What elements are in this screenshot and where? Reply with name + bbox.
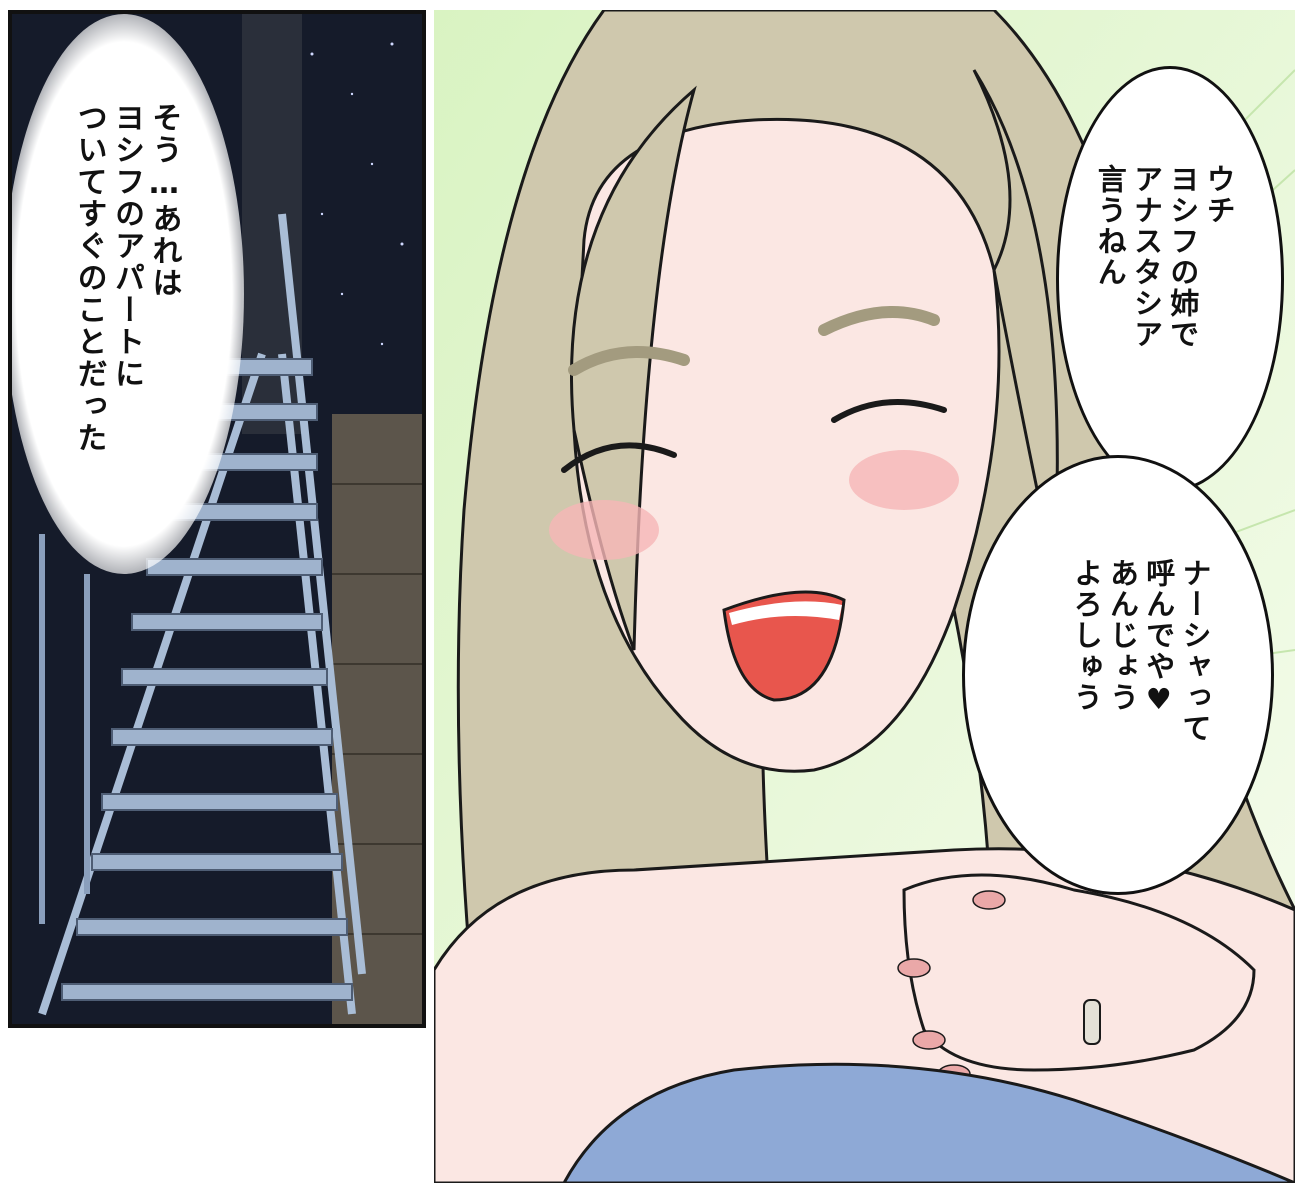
speech-bottom-line-2: 呼んでや♥ — [1141, 558, 1176, 718]
speech-top-line-2: ヨシフの姉で — [1165, 164, 1200, 350]
stairs-illustration — [12, 14, 422, 1024]
narration-box: そう…あれは ヨシフのアパートに ついてすぐのことだった — [70, 102, 183, 542]
speech-top-line-3: アナスタシア — [1129, 164, 1164, 350]
speech-bubble-top: ウチ ヨシフの姉で アナスタシア 言うねん — [1056, 66, 1284, 492]
speech-bottom-line-1: ナーシャって — [1178, 558, 1212, 744]
speech-top-line-4: 言うねん — [1093, 164, 1128, 288]
portrait-panel: ウチ ヨシフの姉で アナスタシア 言うねん ナーシャって 呼んでや♥ あんじょう… — [434, 10, 1295, 1183]
woman-illustration — [434, 10, 1295, 1183]
speech-bubble-bottom: ナーシャって 呼んでや♥ あんじょう よろしゅう — [962, 455, 1274, 895]
ring — [1083, 999, 1101, 1045]
speech-bottom-line-3: あんじょう — [1105, 558, 1140, 713]
speech-top-line-1: ウチ — [1202, 164, 1236, 226]
speech-bottom-line-4: よろしゅう — [1069, 558, 1104, 713]
narration-line-3: ついてすぐのことだった — [71, 102, 107, 454]
stairs-panel: そう…あれは ヨシフのアパートに ついてすぐのことだった — [8, 10, 426, 1028]
narration-line-1: そう…あれは — [146, 102, 182, 299]
narration-line-2: ヨシフのアパートに — [109, 102, 144, 390]
